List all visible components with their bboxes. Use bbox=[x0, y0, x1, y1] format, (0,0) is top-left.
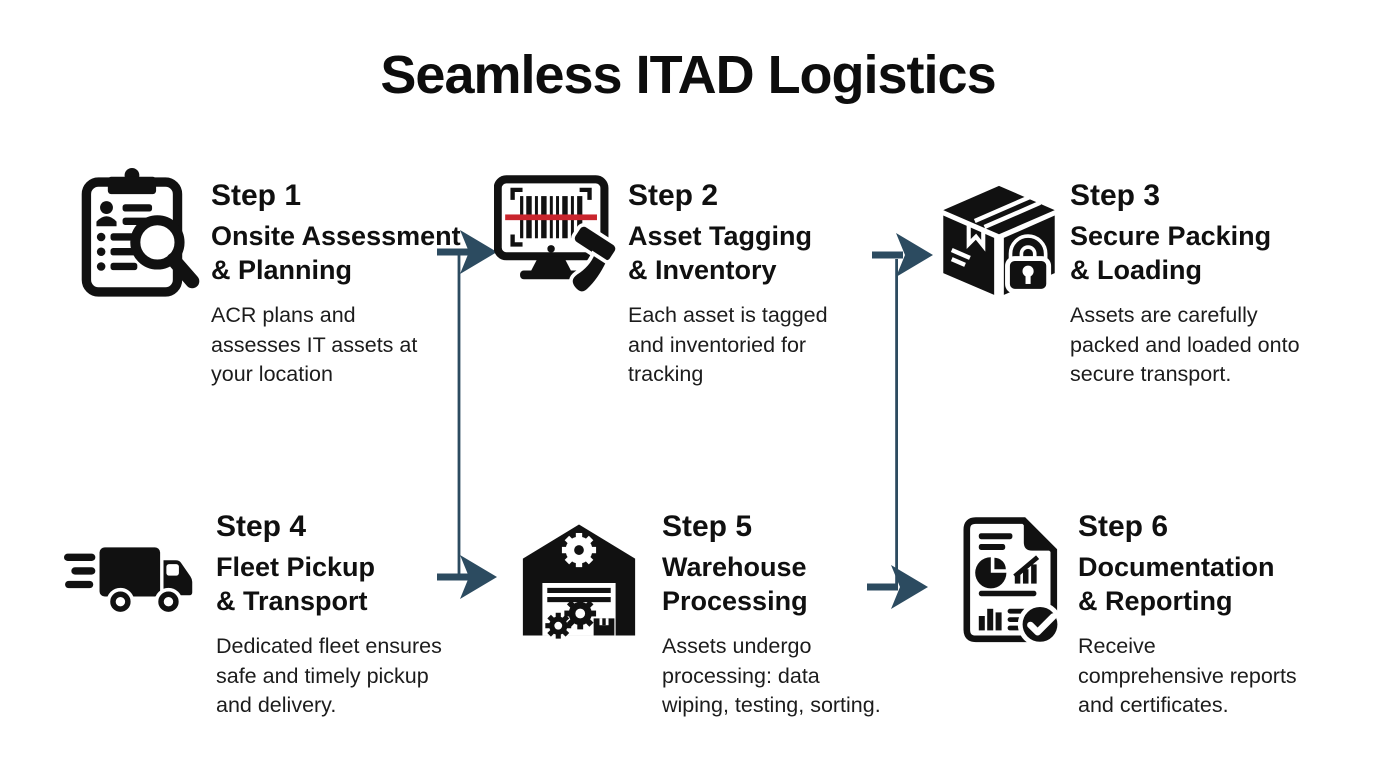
connector-line-right bbox=[895, 259, 898, 584]
step-description: ACR plans and assesses IT assets at your… bbox=[211, 303, 418, 386]
step-5-text: Step 5 Warehouse Processing Assets under… bbox=[662, 509, 881, 721]
truck-icon bbox=[64, 538, 204, 626]
step-title: Onsite Assessment & Planning bbox=[211, 221, 461, 285]
step-1-text: Step 1 Onsite Assessment & Planning ACR … bbox=[211, 178, 461, 390]
arrow-step4-to-step5 bbox=[437, 555, 497, 599]
step-6-text: Step 6 Documentation & Reporting Receive… bbox=[1078, 509, 1297, 721]
step-label: Step 6 bbox=[1078, 510, 1169, 543]
step-label: Step 2 bbox=[628, 179, 719, 212]
report-check-icon bbox=[950, 514, 1070, 648]
barcode-scanner-icon bbox=[494, 175, 628, 299]
step-description: Assets undergo processing: data wiping, … bbox=[662, 634, 881, 717]
step-title: Secure Packing & Loading bbox=[1070, 221, 1272, 285]
step-title: Warehouse Processing bbox=[662, 552, 808, 616]
step-label: Step 5 bbox=[662, 510, 753, 543]
arrow-step2-to-step3 bbox=[872, 233, 933, 277]
page-title: Seamless ITAD Logistics bbox=[380, 45, 996, 105]
step-title: Asset Tagging & Inventory bbox=[628, 221, 813, 285]
arrow-step1-to-step2 bbox=[437, 230, 497, 274]
step-description: Dedicated fleet ensures safe and timely … bbox=[216, 634, 442, 717]
step-title: Fleet Pickup & Transport bbox=[216, 552, 376, 616]
arrow-step5-to-step6 bbox=[867, 565, 928, 609]
clipboard-magnifier-icon bbox=[73, 166, 207, 300]
step-label: Step 4 bbox=[216, 510, 307, 543]
step-description: Receive comprehensive reports and certif… bbox=[1078, 634, 1297, 717]
step-label: Step 3 bbox=[1070, 179, 1161, 212]
step-description: Each asset is tagged and inventoried for… bbox=[628, 303, 828, 386]
warehouse-gears-icon bbox=[518, 522, 640, 644]
step-3-text: Step 3 Secure Packing & Loading Assets a… bbox=[1070, 178, 1300, 390]
step-2-text: Step 2 Asset Tagging & Inventory Each as… bbox=[628, 178, 828, 390]
connector-line-left bbox=[457, 252, 461, 577]
step-label: Step 1 bbox=[211, 179, 302, 212]
secure-box-lock-icon bbox=[936, 181, 1062, 302]
step-title: Documentation & Reporting bbox=[1078, 552, 1275, 616]
step-description: Assets are carefully packed and loaded o… bbox=[1070, 303, 1300, 386]
step-4-text: Step 4 Fleet Pickup & Transport Dedicate… bbox=[216, 509, 442, 721]
